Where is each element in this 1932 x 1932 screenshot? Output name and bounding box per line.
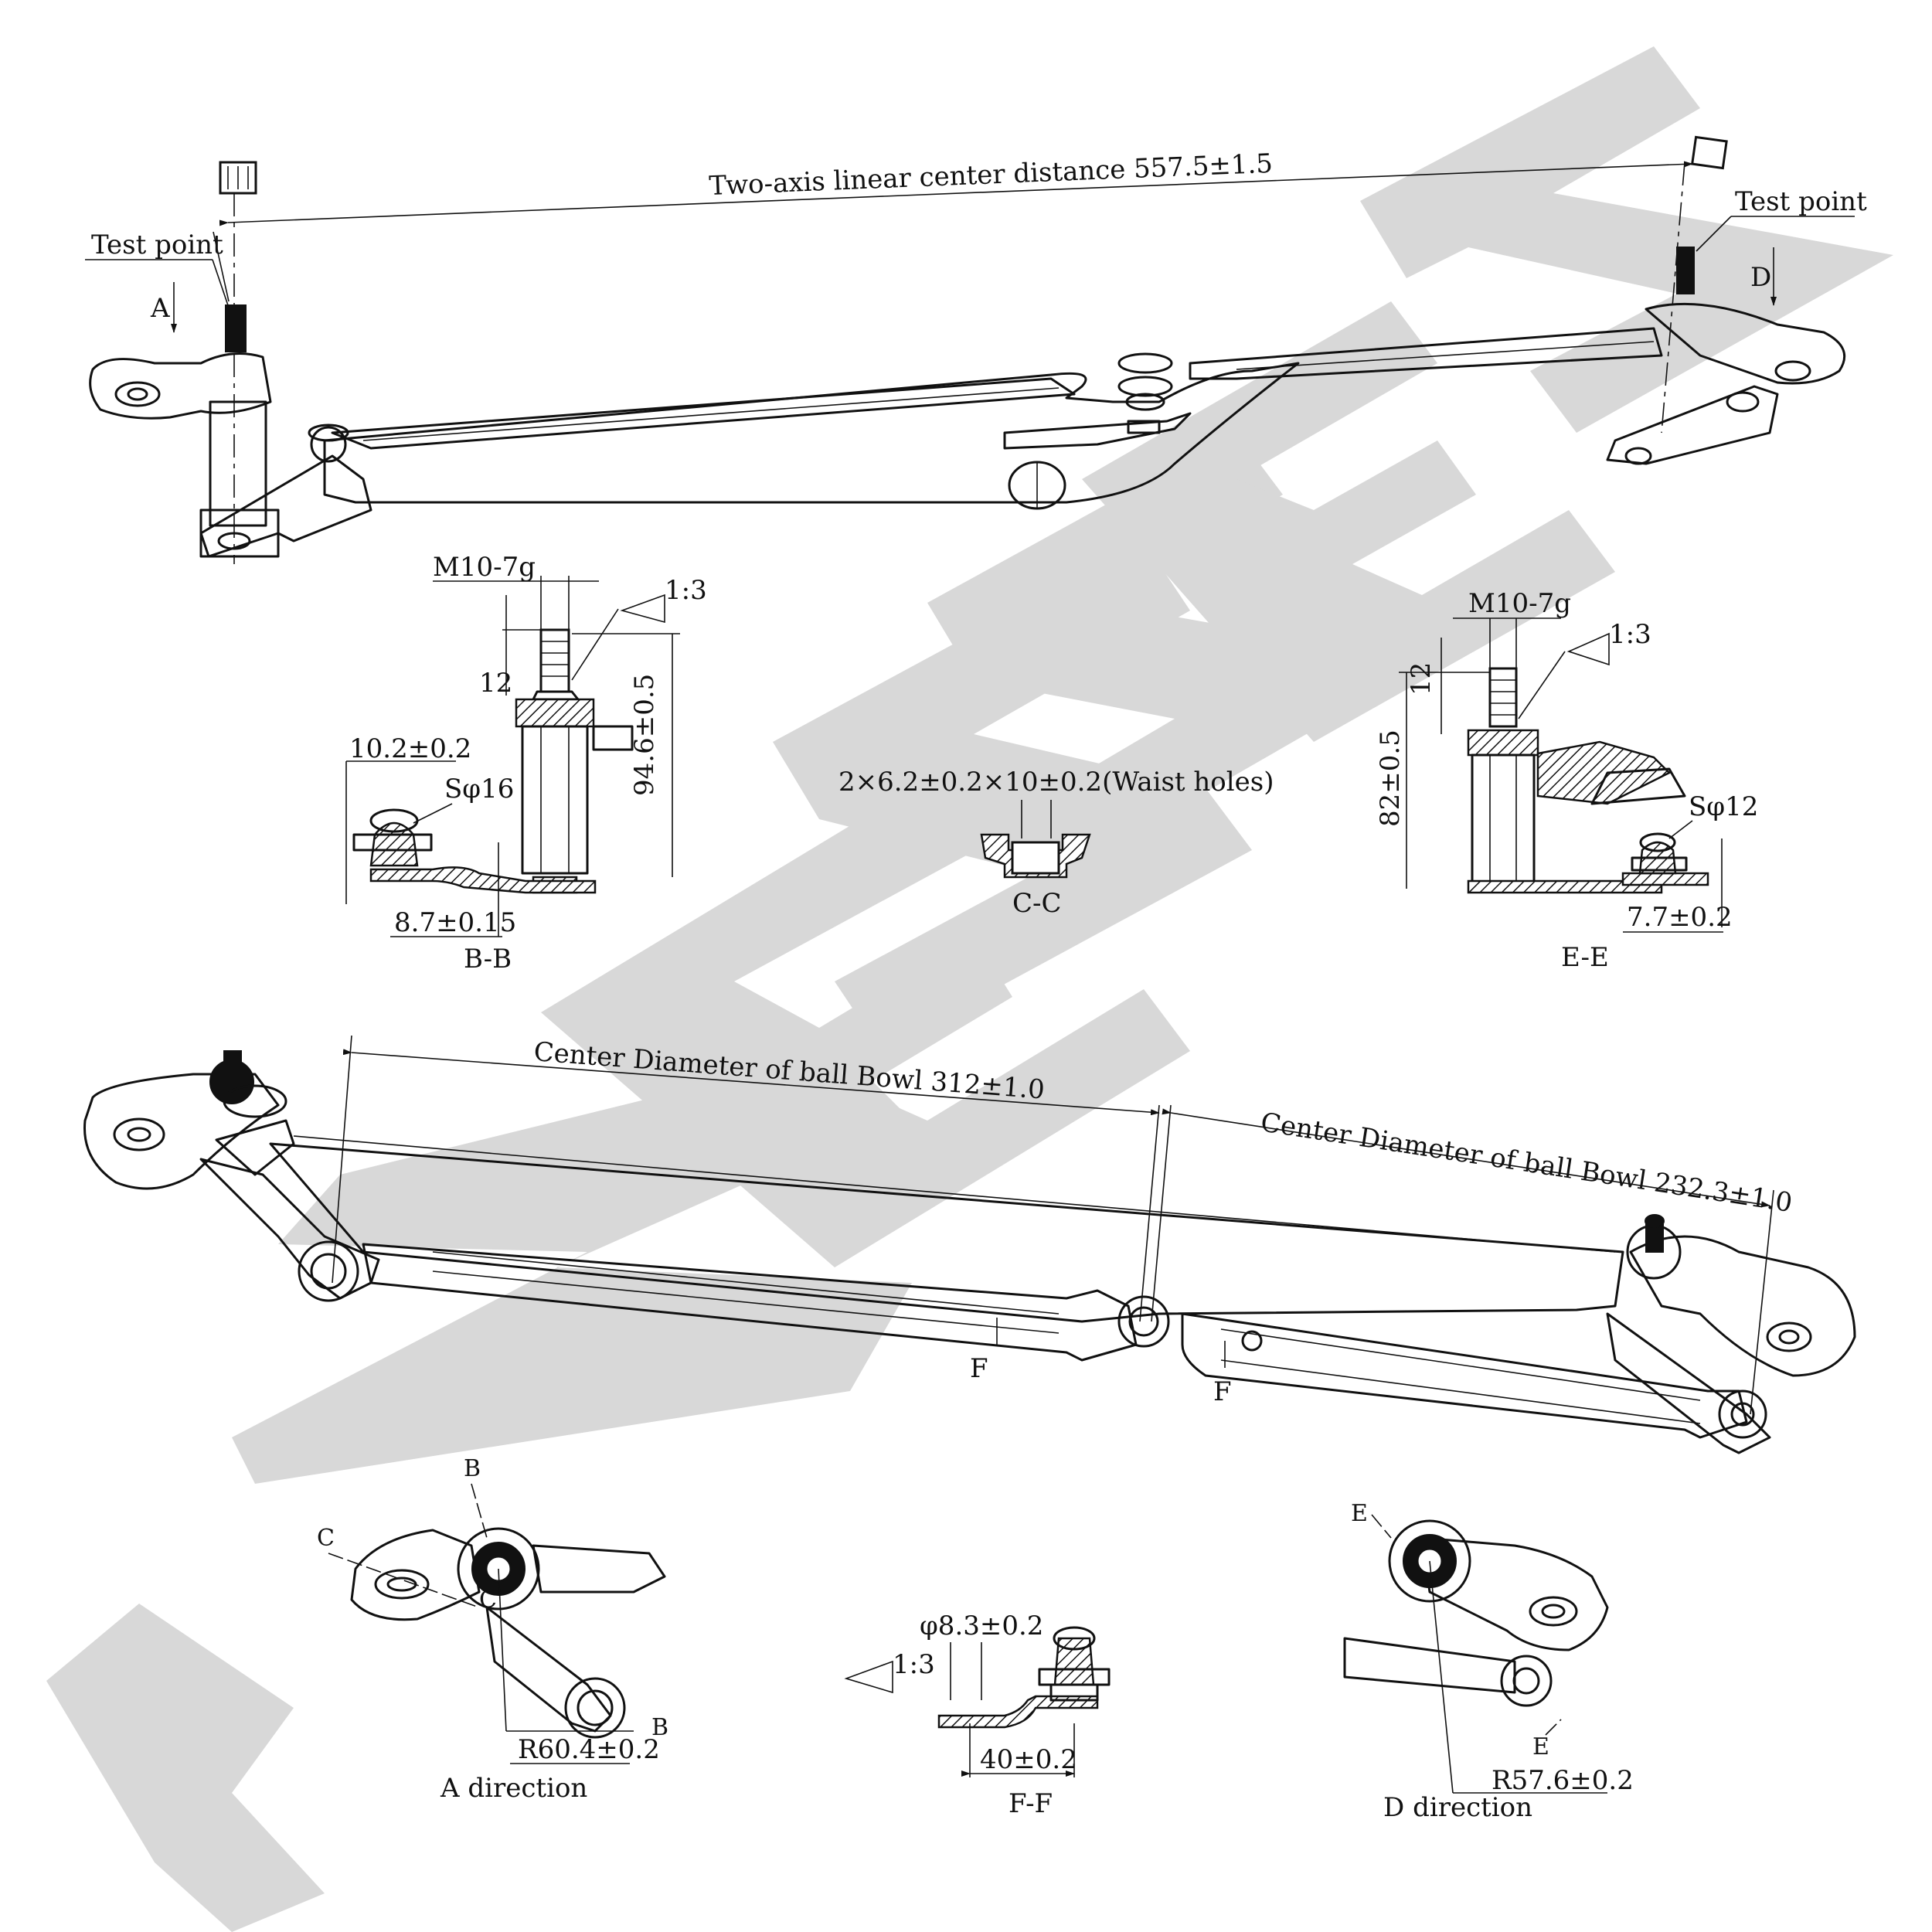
cc-title: C-C — [1012, 888, 1062, 919]
watermark-letter-n2 — [927, 433, 1360, 881]
ff-diameter-label: φ8.3±0.2 — [920, 1611, 1043, 1641]
detail-d: R57.6±0.2 D direction E E — [1343, 1500, 1634, 1823]
watermark-letter-k — [1360, 46, 1893, 433]
ee-title: E-E — [1561, 942, 1609, 973]
detail-a-title: A direction — [440, 1773, 587, 1804]
section-ee: M10-7g 1:3 12 82±0.5 Sφ12 7.7±0.2 E-E — [1375, 588, 1758, 973]
right-link — [1189, 327, 1663, 380]
bowl-left-dimension-line — [342, 1049, 1160, 1116]
watermark-letter-e2 — [1082, 301, 1615, 742]
bb-thread-label: M10-7g — [433, 552, 536, 583]
watermark-logo — [46, 46, 1893, 1932]
view-d-label: D — [1750, 262, 1771, 293]
bb-title: B-B — [464, 944, 512, 975]
section-f-left-label: F — [970, 1353, 988, 1384]
detail-d-cut-e-bottom: E — [1532, 1733, 1549, 1760]
section-f-right-label: F — [1213, 1376, 1232, 1407]
view-a-label: A — [150, 293, 170, 324]
bb-thread-length-label: 12 — [479, 668, 512, 699]
section-bb: M10-7g 1:3 12 94.6±0.5 10.2±0.2 Sφ16 8.7… — [345, 552, 707, 975]
ff-taper-label: 1:3 — [893, 1649, 935, 1680]
bb-ball-size-label: Sφ16 — [444, 774, 514, 804]
bowl-right-label: Center Diameter of ball Bowl 232.3±1.0 — [1259, 1107, 1794, 1219]
section-ff: φ8.3±0.2 1:3 40±0.2 F-F — [844, 1611, 1111, 1819]
detail-d-cut-e-top: E — [1351, 1500, 1368, 1527]
bb-height-label: 94.6±0.5 — [629, 674, 660, 796]
detail-d-radius-label: R57.6±0.2 — [1492, 1765, 1634, 1796]
ee-ball-size-label: Sφ12 — [1689, 791, 1758, 822]
plan-main-tube — [269, 1142, 1624, 1323]
center-crank — [1003, 352, 1192, 450]
watermark-letter-n — [773, 541, 1252, 1051]
detail-a-radius-label: R60.4±0.2 — [518, 1734, 660, 1765]
main-tube — [323, 362, 1300, 504]
bb-taper-label: 1:3 — [665, 575, 707, 606]
test-point-right-label: Test point — [1735, 186, 1867, 217]
ee-taper-label: 1:3 — [1609, 619, 1651, 650]
ff-length-label: 40±0.2 — [980, 1744, 1077, 1775]
left-spindle — [89, 161, 372, 564]
detail-d-title: D direction — [1383, 1792, 1532, 1823]
detail-a-cut-c-right: C — [479, 1587, 497, 1614]
detail-a-cut-b-bottom: B — [651, 1714, 668, 1741]
ee-height-label: 82±0.5 — [1375, 730, 1406, 827]
left-crank — [83, 1073, 280, 1190]
plan-right-crank — [1629, 1235, 1856, 1377]
right-spindle — [1606, 135, 1846, 465]
ee-base-height-label: 7.7±0.2 — [1627, 902, 1733, 933]
plan-right-link — [1181, 1312, 1748, 1439]
detail-a: R60.4±0.2 A direction B B C C — [317, 1455, 668, 1804]
upper-link — [331, 377, 1076, 450]
bowl-right-dimension-line — [1162, 1108, 1770, 1208]
detail-a-cut-c-left: C — [317, 1525, 335, 1552]
test-point-left-label: Test point — [91, 230, 223, 260]
distance-dimension-line — [219, 161, 1693, 226]
bb-ball-offset-label: 10.2±0.2 — [349, 733, 471, 764]
ff-title: F-F — [1009, 1788, 1053, 1819]
distance-dimension-label: Two-axis linear center distance 557.5±1.… — [709, 148, 1274, 202]
ee-thread-label: M10-7g — [1468, 588, 1571, 619]
cc-holes-label: 2×6.2±0.2×10±0.2(Waist holes) — [838, 767, 1274, 798]
bb-base-height-label: 8.7±0.15 — [394, 907, 516, 938]
section-cc: 2×6.2±0.2×10±0.2(Waist holes) C-C — [838, 767, 1274, 919]
watermark-chevron — [46, 1604, 325, 1932]
ee-thread-length-label: 12 — [1406, 662, 1437, 696]
detail-a-cut-b-top: B — [464, 1455, 481, 1482]
